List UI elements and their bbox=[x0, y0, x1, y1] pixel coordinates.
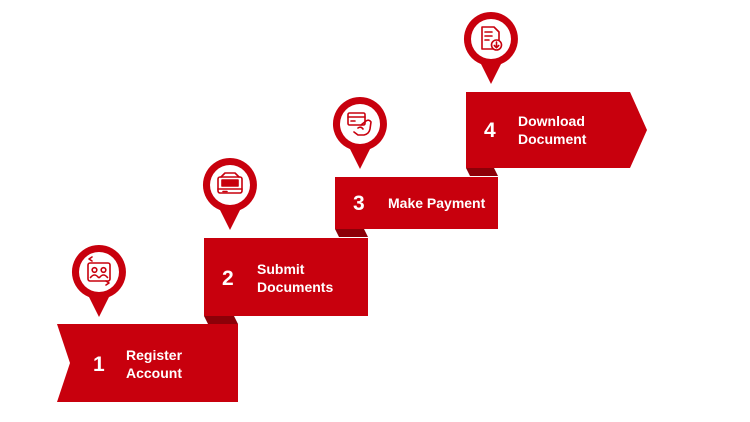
fold-1-2 bbox=[204, 316, 238, 324]
pin-3 bbox=[331, 95, 389, 173]
step-2-number: 2 bbox=[222, 267, 234, 290]
step-2-label: Submit Documents bbox=[257, 261, 334, 295]
pin-2 bbox=[201, 156, 259, 234]
step-2: 2 Submit Documents bbox=[204, 238, 369, 316]
step-4-label: Download Document bbox=[518, 113, 587, 147]
card-hand-icon bbox=[347, 112, 372, 136]
step-3-label: Make Payment bbox=[388, 195, 486, 211]
step-1-label: Register Account bbox=[126, 347, 183, 381]
step-3-banner bbox=[335, 177, 498, 229]
step-4-number: 4 bbox=[484, 119, 496, 142]
fold-3-4 bbox=[466, 168, 498, 176]
pin-4 bbox=[462, 10, 520, 88]
scanner-icon bbox=[217, 172, 243, 194]
step-3-number: 3 bbox=[353, 192, 365, 215]
step-1: 1 Register Account bbox=[57, 324, 239, 402]
step-2-banner bbox=[204, 238, 368, 316]
users-swap-icon bbox=[87, 256, 111, 286]
document-download-icon bbox=[481, 26, 503, 51]
step-3: 3 Make Payment bbox=[335, 177, 499, 229]
step-1-banner bbox=[57, 324, 238, 402]
fold-2-3 bbox=[335, 229, 368, 237]
step-1-number: 1 bbox=[93, 353, 105, 376]
step-4-banner bbox=[466, 92, 647, 168]
pin-1 bbox=[70, 243, 128, 321]
step-4: 4 Download Document bbox=[466, 92, 648, 168]
